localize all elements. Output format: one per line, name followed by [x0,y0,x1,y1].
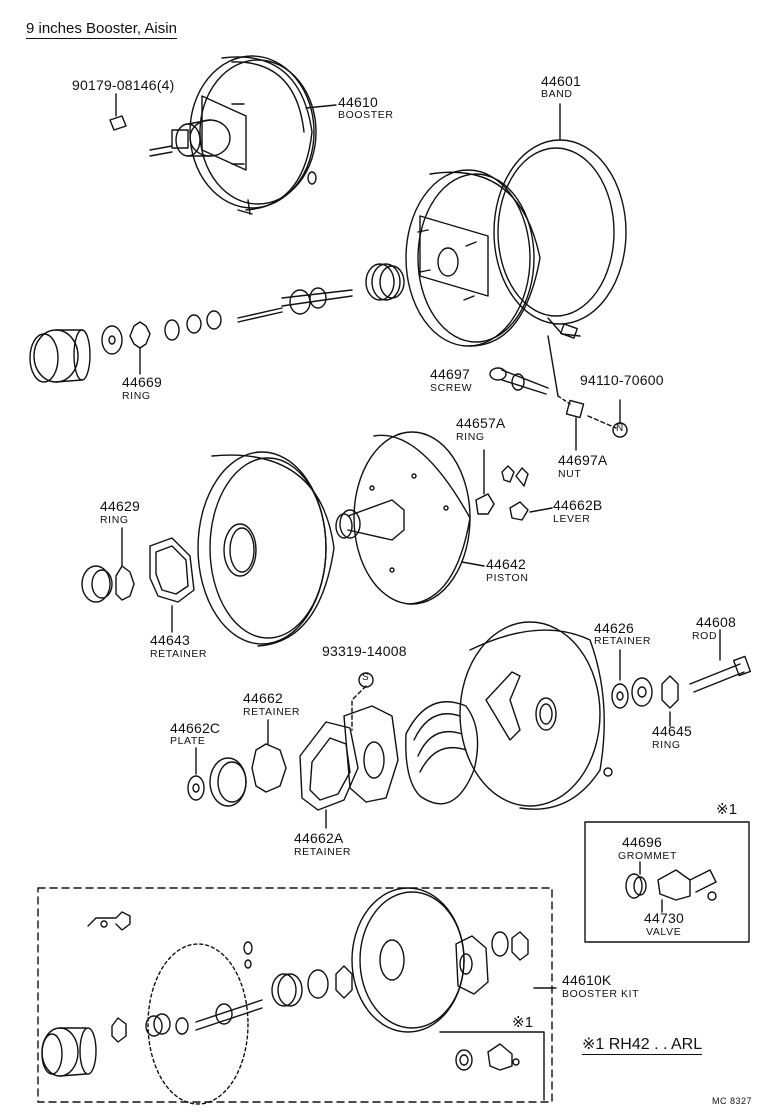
part-number-retainer-44662: 44662 [243,690,283,706]
drawing-code: MC 8327 [712,1096,753,1106]
part-name-retainer-44662: RETAINER [243,706,301,718]
part-number-retainer-44643: 44643 [150,632,190,648]
part-name-booster: BOOSTER [338,109,394,121]
booster-assembly-drawing [110,56,316,214]
kit-variant-marker: ※1 [512,1014,534,1031]
part-name-kit: BOOSTER KIT [562,988,640,1000]
part-number-ring-44657a: 44657A [456,415,506,431]
part-name-plate: PLATE [170,735,206,747]
part-name-retainer-44643: RETAINER [150,648,208,660]
rear-shell-drawing [198,452,334,646]
leader-piston [462,562,484,566]
part-name-ring-44629: RING [100,514,129,526]
rod-group-drawing [612,656,750,708]
page-title: 9 inches Booster, Aisin [26,20,177,39]
screw-nut-drawing [490,336,616,428]
variant-box [585,822,749,942]
part-number-ring-44629: 44629 [100,498,140,514]
callout-s-circle [359,673,373,687]
part-number-nut: 44697A [558,452,608,468]
part-name-grommet: GROMMET [618,850,678,862]
part-number-piston: 44642 [486,556,526,572]
callout-s: S [362,672,369,683]
part-name-retainer-44662a: RETAINER [294,846,352,858]
part-name-ring-44669: RING [122,390,151,402]
kit-valve-drawing [456,1044,519,1070]
lever-ring-drawing [476,450,552,520]
front-shell-drawing [406,170,540,346]
part-number-booster: 44610 [338,94,378,110]
pushrod-row-drawing [30,264,404,382]
part-number-retainer-44626: 44626 [594,620,634,636]
part-number-lever: 44662B [553,497,603,513]
part-number-grommet: 44696 [622,834,662,850]
kit-variant-box [440,1032,544,1100]
part-name-valve: VALVE [646,926,682,938]
part-name-nut: NUT [558,468,582,480]
part-number-retainer-44662a: 44662A [294,830,344,846]
part-number-screw: 44697 [430,366,470,382]
part-number-94110: 94110-70600 [580,372,664,388]
piston-drawing [336,432,470,604]
part-name-ring-44645: RING [652,739,681,751]
part-name-screw: SCREW [430,382,473,394]
valve-drawing [626,870,716,900]
band-drawing [494,140,626,338]
callout-n-circle [613,423,627,437]
footnote-text: ※1 RH42 . . ARL [582,1036,703,1055]
rear-housing-drawing [460,622,612,809]
part-name-band: BAND [541,88,573,100]
part-name-rod: ROD [692,630,718,642]
part-number-valve: 44730 [644,910,684,926]
kit-box [38,888,552,1102]
part-number-ring-44669: 44669 [122,374,162,390]
leader-93319 [352,686,366,730]
leader-booster [306,105,336,108]
page-title-text: 9 inches Booster, Aisin [26,20,177,39]
part-number-kit: 44610K [562,972,612,988]
part-number-ring-44645: 44645 [652,723,692,739]
part-name-lever: LEVER [553,513,591,525]
part-number-rod: 44608 [696,614,736,630]
part-number-bolt: 90179-08146(4) [72,77,175,93]
ring-retainer-left-drawing [82,538,194,602]
part-number-93319: 93319-14008 [322,643,407,659]
variant-marker: ※1 [716,801,738,818]
callout-n: N [616,423,624,434]
part-name-ring-44657a: RING [456,431,485,443]
footnote: ※1 RH42 . . ARL [582,1034,703,1055]
part-number-band: 44601 [541,73,581,89]
part-name-piston: PISTON [486,572,529,584]
lower-row-drawing [188,702,478,810]
part-number-plate: 44662C [170,720,221,736]
kit-contents-drawing [42,888,528,1104]
part-name-retainer-44626: RETAINER [594,635,652,647]
